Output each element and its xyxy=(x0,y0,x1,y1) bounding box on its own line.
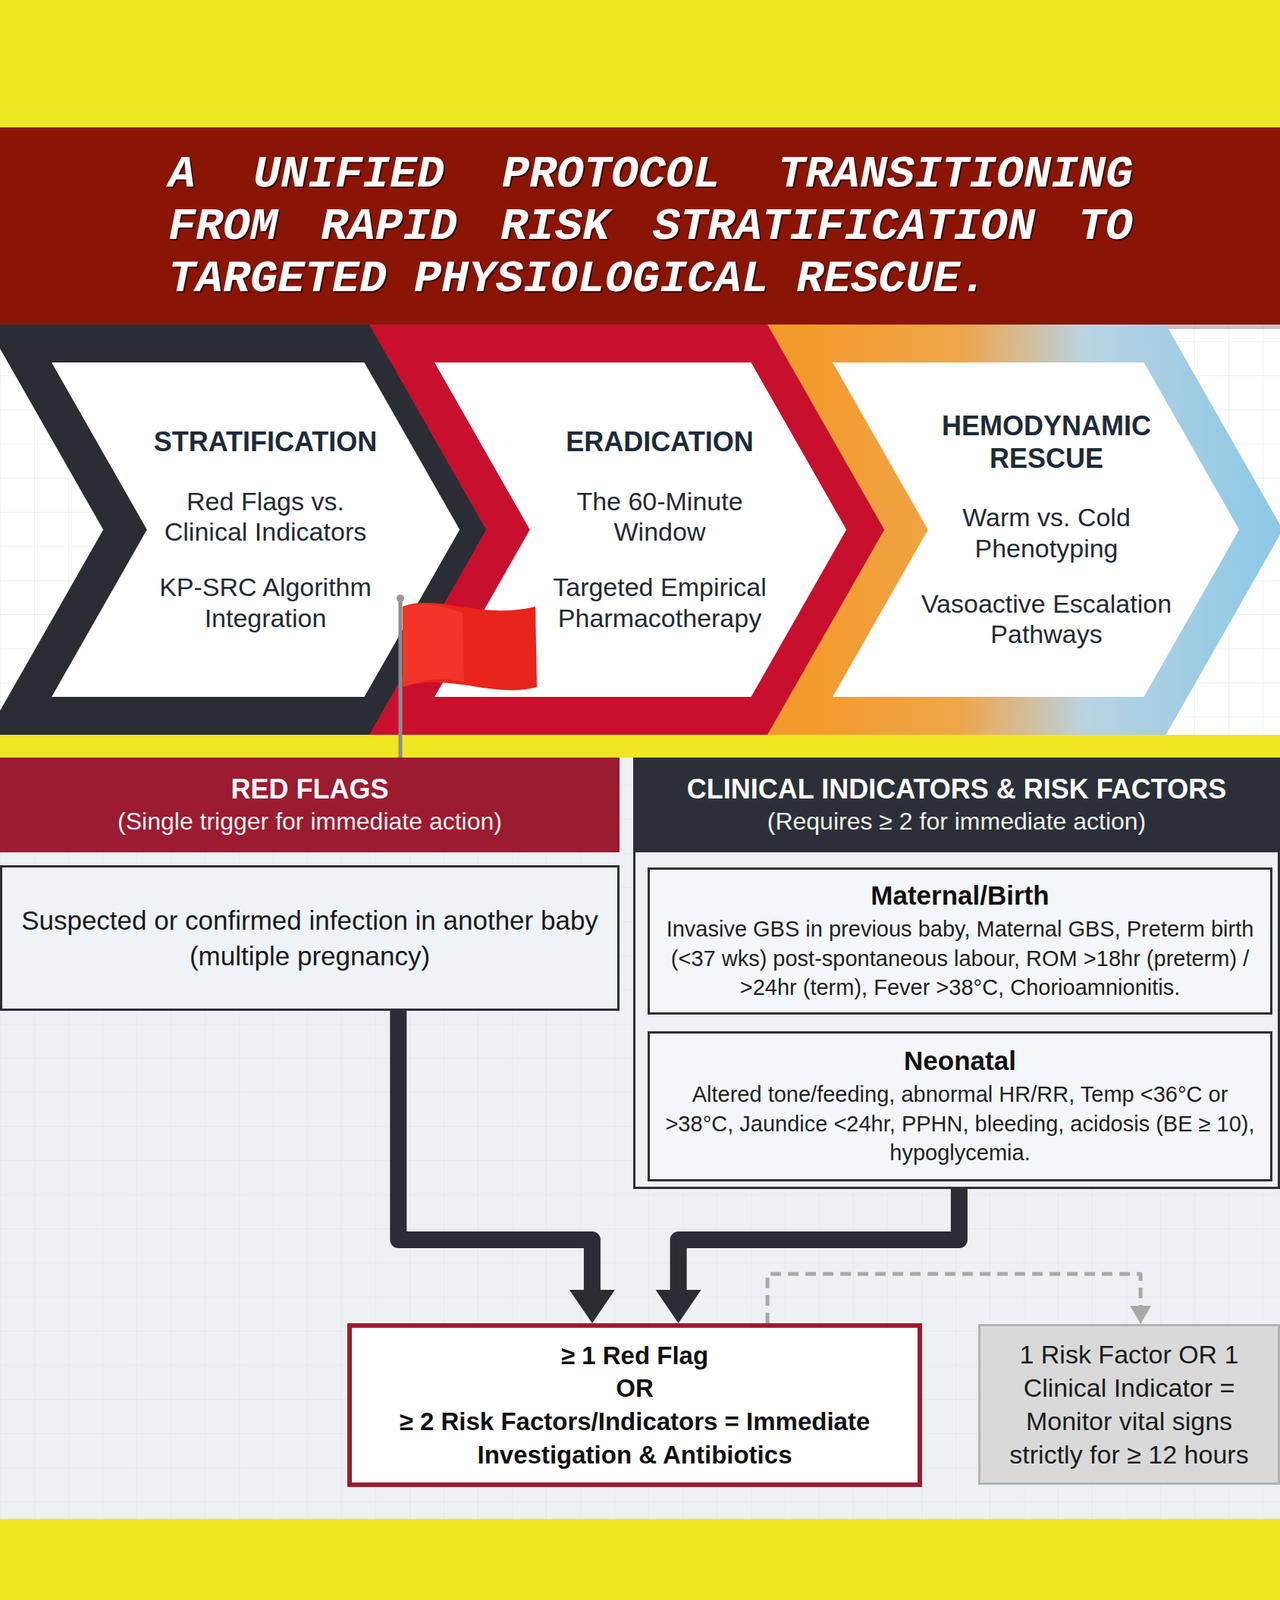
box-text: ≥ 1 Red Flag xyxy=(561,1339,709,1373)
stage-item: Targeted Empirical Pharmacotherapy xyxy=(534,571,785,634)
box-body: Invasive GBS in previous baby, Maternal … xyxy=(658,914,1262,1004)
criteria-panel: CLINICAL INDICATORS & RISK FACTORS(Requi… xyxy=(633,757,1280,1190)
dashed-arrow xyxy=(767,1273,1141,1324)
chevron-text-column: ERADICATION The 60-Minute WindowTargeted … xyxy=(500,324,819,735)
box-body: Altered tone/feeding, abnormal HR/RR, Te… xyxy=(658,1079,1262,1169)
stage-item: KP-SRC Algorithm Integration xyxy=(147,571,383,634)
flag-highlight xyxy=(402,604,465,688)
monitor-box: 1 Risk Factor OR 1 Clinical Indicator = … xyxy=(978,1323,1280,1485)
chevron-ground xyxy=(0,324,1280,735)
box-text: Maternal/Birth xyxy=(870,879,1049,912)
stage-heading: ERADICATION xyxy=(565,425,753,459)
stage-item: Red Flags vs. Clinical Indicators xyxy=(147,486,383,549)
header-title: RED FLAGS xyxy=(230,771,389,807)
stage-chevron: ERADICATION The 60-Minute WindowTargeted … xyxy=(382,324,888,735)
chevron-outline xyxy=(800,343,1262,716)
grid xyxy=(0,757,1280,1519)
box-body: ≥ 2 Risk Factors/Indicators = Immediate … xyxy=(365,1405,904,1472)
header-band: CLINICAL INDICATORS & RISK FACTORS(Requi… xyxy=(633,757,1280,853)
criteria-box: Maternal/BirthInvasive GBS in previous b… xyxy=(647,867,1273,1015)
bottom-band xyxy=(0,1518,1280,1600)
chevron-text-column: STRATIFICATION Red Flags vs. Clinical Ind… xyxy=(106,324,425,735)
criteria-box: Suspected or confirmed infection in anot… xyxy=(0,865,620,1011)
header-subtitle: (Requires ≥ 2 for immediate action) xyxy=(767,806,1147,838)
title: A UNIFIED PROTOCOL TRANSITIONING FROM RA… xyxy=(168,148,1133,306)
box-text: Neonatal xyxy=(903,1044,1017,1077)
grid xyxy=(0,324,1280,735)
middle-band xyxy=(0,734,1280,758)
chevron-outline xyxy=(401,343,869,716)
stage-item: Warm vs. Cold Phenotyping xyxy=(916,501,1178,565)
stage-chevron: HEMODYNAMIC RESCUE Warm vs. Cold Phenotyp… xyxy=(781,324,1280,735)
stage-heading: STRATIFICATION xyxy=(153,425,378,459)
box-text: Suspected or confirmed infection in anot… xyxy=(15,902,604,975)
flow-ground xyxy=(0,757,1280,1519)
top-band xyxy=(0,0,1280,128)
box-text: 1 Risk Factor OR 1 Clinical Indicator = … xyxy=(991,1337,1268,1472)
title-box: A UNIFIED PROTOCOL TRANSITIONING FROM RA… xyxy=(168,148,1133,306)
flag-cloth xyxy=(402,602,537,691)
box-body: OR xyxy=(615,1371,654,1406)
title-band xyxy=(0,127,1280,325)
header-title: CLINICAL INDICATORS & RISK FACTORS xyxy=(687,771,1227,807)
stage-item: Vasoactive Escalation Pathways xyxy=(916,588,1178,651)
stage-heading: HEMODYNAMIC RESCUE xyxy=(916,409,1178,475)
action-box: ≥ 1 Red FlagOR≥ 2 Risk Factors/Indicator… xyxy=(347,1323,923,1488)
stage-chevron: STRATIFICATION Red Flags vs. Clinical Ind… xyxy=(0,324,501,735)
flow-arrow xyxy=(398,1010,593,1290)
header-subtitle: (Single trigger for immediate action) xyxy=(117,806,502,838)
stage-item: The 60-Minute Window xyxy=(534,486,785,549)
header-band: RED FLAGS(Single trigger for immediate a… xyxy=(0,757,620,853)
chevron-text-column: HEMODYNAMIC RESCUE Warm vs. Cold Phenotyp… xyxy=(887,324,1206,735)
flag-knob xyxy=(396,594,405,603)
criteria-box: NeonatalAltered tone/feeding, abnormal H… xyxy=(647,1031,1273,1182)
